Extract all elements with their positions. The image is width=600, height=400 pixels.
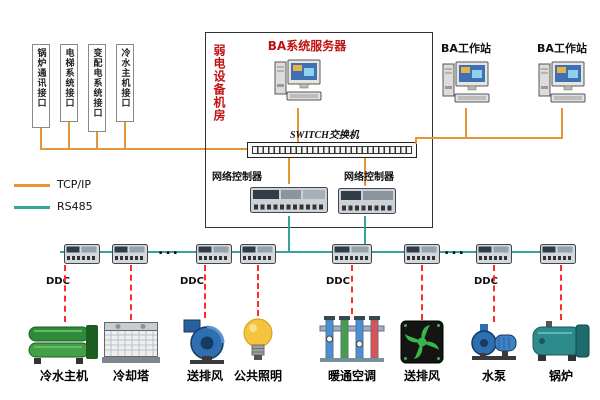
interface-label-boiler-comm: 锅炉通讯接口 xyxy=(35,48,46,108)
tcpip-bus-right xyxy=(415,137,563,139)
device-link-pump xyxy=(493,265,495,322)
workstation-1-label: BA工作站 xyxy=(441,42,491,55)
ddc-icon-3 xyxy=(196,243,232,269)
tcpip-bus-left xyxy=(40,148,248,150)
equipment-label-chiller: 冷水主机 xyxy=(39,369,88,383)
workstation-2-computer-icon xyxy=(538,58,586,112)
interface-label-power-distribution: 变配电系统接口 xyxy=(91,48,102,118)
device-link-lighting xyxy=(257,265,259,316)
ddc-label-1: DDC xyxy=(46,276,70,287)
ddc-icon-1 xyxy=(64,243,100,269)
legend-rs485-label: RS485 xyxy=(57,200,93,213)
supply-exhaust-fan-icon xyxy=(182,318,228,368)
ddc-icon-7 xyxy=(476,243,512,269)
rs485-drop-ctrl-right xyxy=(364,216,366,252)
rs485-bus xyxy=(60,251,576,253)
tcpip-line-iface-3 xyxy=(96,132,98,149)
ddc-icon-6 xyxy=(404,243,440,269)
network-controller-left-label: 网络控制器 xyxy=(212,172,262,183)
ba-server-computer-icon xyxy=(274,56,322,110)
cooling-tower-icon xyxy=(102,320,160,368)
ddc-label-2: DDC xyxy=(180,276,204,287)
network-controller-right-icon xyxy=(338,186,396,220)
tcpip-line-to-switch xyxy=(415,137,417,144)
equipment-label-boiler: 锅炉 xyxy=(548,369,573,383)
switch-ports xyxy=(252,146,412,154)
boiler-icon xyxy=(532,320,590,366)
interface-label-elevator: 电梯系统接口 xyxy=(63,48,74,108)
equipment-room-box xyxy=(205,32,433,228)
network-controller-left-icon xyxy=(250,184,328,220)
device-link-hvac xyxy=(351,265,353,314)
lighting-bulb-icon xyxy=(238,316,278,368)
tcpip-line-switch-ctrl-right xyxy=(364,158,366,186)
ddc-label-3: DDC xyxy=(326,276,350,287)
tcpip-line-ws1 xyxy=(465,108,467,138)
tcpip-line-iface-4 xyxy=(124,122,126,149)
axial-fan-icon xyxy=(400,320,444,368)
interface-box-elevator: 电梯系统接口 xyxy=(60,44,78,122)
equipment-label-cooling-tower: 冷却塔 xyxy=(112,369,149,383)
equipment-label-pump: 水泵 xyxy=(481,369,506,383)
rs485-drop-ctrl-left xyxy=(288,216,290,252)
workstation-2-label: BA工作站 xyxy=(537,42,587,55)
device-link-fan-2 xyxy=(421,265,423,320)
switch-label: SWITCH交换机 xyxy=(290,130,359,141)
ddc-icon-4 xyxy=(240,243,276,269)
equipment-label-lighting: 公共照明 xyxy=(233,369,282,383)
legend-tcpip-label: TCP/IP xyxy=(57,178,91,191)
tcpip-line-ws2 xyxy=(561,108,563,138)
equipment-room-label: 弱电设备机房 xyxy=(212,44,226,122)
tcpip-line-switch-ctrl-left xyxy=(288,158,290,184)
device-link-chiller xyxy=(64,265,66,322)
ddc-label-4: DDC xyxy=(474,276,498,287)
ba-server-label: BA系统服务器 xyxy=(267,39,347,53)
equipment-label-fan-2: 送排风 xyxy=(403,369,440,383)
bus-ellipsis-2: ... xyxy=(444,242,466,258)
device-link-boiler xyxy=(560,265,562,320)
ddc-icon-5 xyxy=(332,243,372,269)
legend-tcpip-line xyxy=(14,184,50,187)
bus-ellipsis-1: ... xyxy=(158,242,180,258)
chiller-icon xyxy=(28,322,100,368)
water-pump-icon xyxy=(468,322,520,366)
tcpip-line-iface-1 xyxy=(40,128,42,149)
device-link-cooling-tower xyxy=(130,265,132,320)
network-controller-right-label: 网络控制器 xyxy=(344,172,394,183)
interface-box-power-distribution: 变配电系统接口 xyxy=(88,44,106,132)
hvac-manifold-icon xyxy=(318,314,386,368)
interface-label-chiller-host: 冷水主机接口 xyxy=(119,48,130,108)
ddc-icon-8 xyxy=(540,243,576,269)
workstation-1-computer-icon xyxy=(442,58,490,112)
equipment-label-fan-1: 送排风 xyxy=(186,369,223,383)
legend-rs485-line xyxy=(14,206,50,209)
device-link-fan-1 xyxy=(204,265,206,318)
interface-box-chiller-host: 冷水主机接口 xyxy=(116,44,134,122)
tcpip-line-server-switch xyxy=(297,108,299,142)
equipment-label-hvac: 暖通空调 xyxy=(327,369,376,383)
switch-icon xyxy=(247,142,417,158)
tcpip-line-iface-2 xyxy=(68,122,70,149)
interface-box-boiler-comm: 锅炉通讯接口 xyxy=(32,44,50,128)
ddc-icon-2 xyxy=(112,243,148,269)
